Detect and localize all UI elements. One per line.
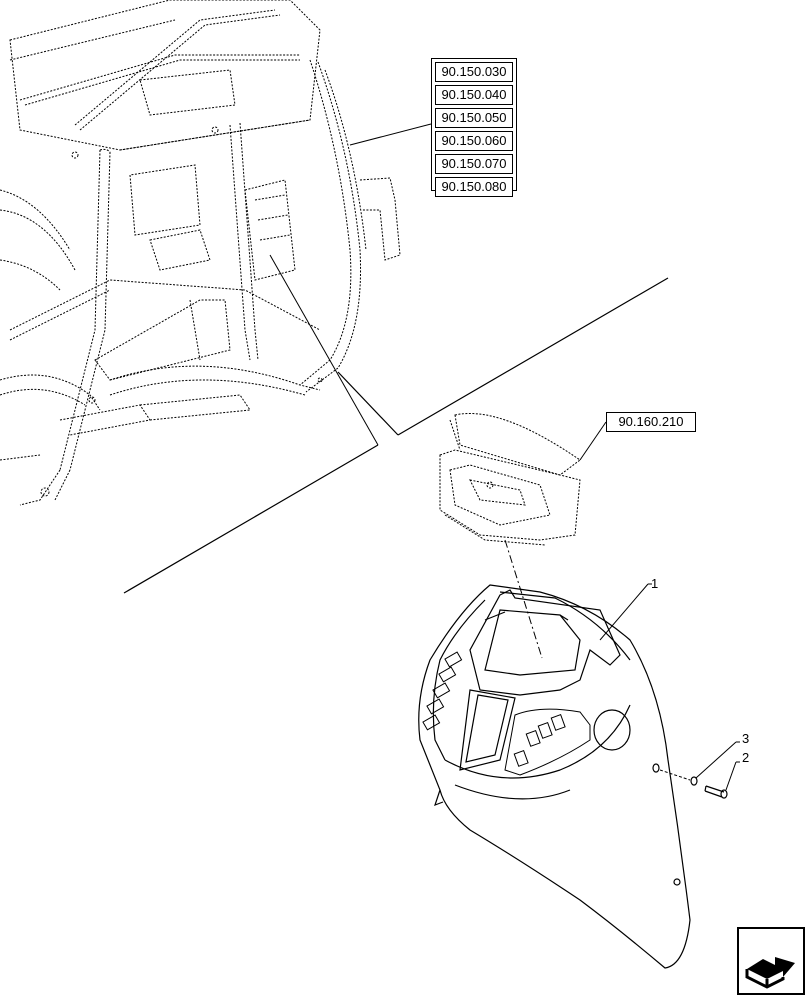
console-reference-box[interactable]: 90.160.210 bbox=[606, 412, 696, 432]
cab-illustration bbox=[0, 0, 401, 506]
zoom-pointer-line bbox=[269, 254, 379, 446]
cab-reference-box[interactable]: 90.150.070 bbox=[435, 154, 513, 174]
cab-reference-box[interactable]: 90.150.030 bbox=[435, 62, 513, 82]
leader-line-cab-refs bbox=[349, 123, 432, 146]
cab-reference-box[interactable]: 90.150.080 bbox=[435, 177, 513, 197]
callout-item-2[interactable]: 2 bbox=[742, 750, 750, 765]
callout-item-3[interactable]: 3 bbox=[742, 731, 750, 746]
next-page-arrow-icon bbox=[745, 957, 795, 989]
screw-part bbox=[704, 785, 728, 799]
callout-item-1[interactable]: 1 bbox=[651, 576, 659, 591]
washer-part bbox=[690, 776, 698, 786]
cab-reference-box[interactable]: 90.150.040 bbox=[435, 85, 513, 105]
upper-console-illustration bbox=[439, 412, 581, 546]
callout-leaders bbox=[599, 583, 740, 791]
lower-console-illustration bbox=[418, 584, 691, 969]
next-page-button[interactable] bbox=[737, 927, 805, 995]
section-divider bbox=[123, 277, 669, 594]
assembly-center-line bbox=[504, 539, 543, 659]
fastener-axis-line bbox=[659, 769, 691, 781]
cab-reference-box[interactable]: 90.150.060 bbox=[435, 131, 513, 151]
cab-reference-box[interactable]: 90.150.050 bbox=[435, 108, 513, 128]
cab-reference-group: 90.150.030 90.150.040 90.150.050 90.150.060… bbox=[431, 58, 517, 197]
